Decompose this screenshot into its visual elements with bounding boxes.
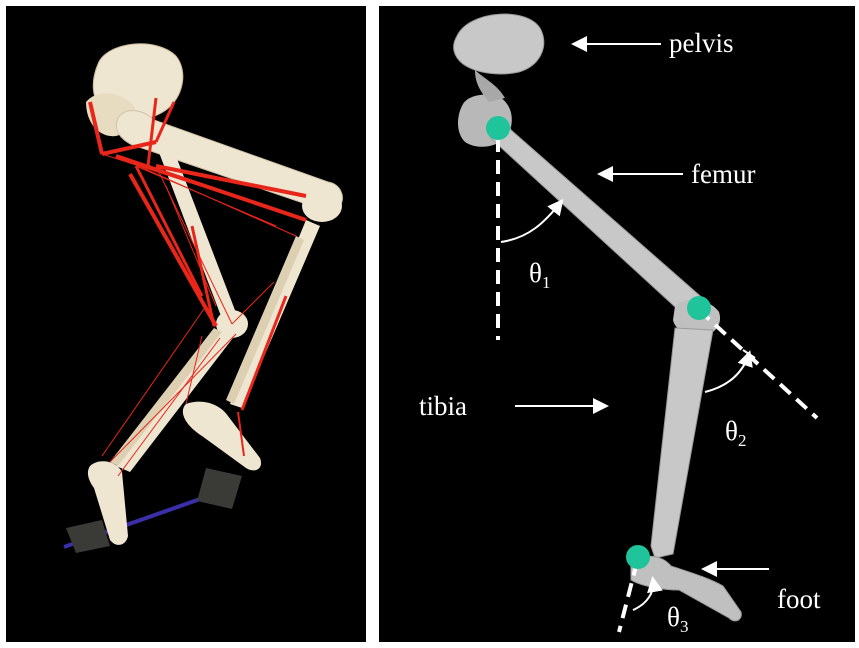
musculoskeletal-model-panel	[6, 6, 366, 642]
theta1-symbol: θ	[529, 258, 542, 288]
contact-box-rear	[66, 520, 110, 553]
knee-joint	[302, 190, 342, 222]
hip-joint-marker	[486, 116, 510, 140]
pelvis-label: pelvis	[669, 30, 734, 57]
femur-label: femur	[691, 161, 755, 188]
theta1-label: θ1	[529, 260, 550, 291]
contact-box-front	[197, 468, 242, 509]
theta3-symbol: θ	[667, 602, 680, 632]
femur-bone	[489, 121, 711, 320]
front-foot-bone	[183, 402, 261, 471]
ankle-reference-line	[619, 562, 637, 632]
joint-angle-panel: pelvis femur tibia foot θ1 θ2 θ3	[379, 6, 855, 642]
theta1-subscript: 1	[542, 273, 551, 292]
theta2-label: θ2	[725, 418, 746, 449]
theta3-subscript: 3	[680, 617, 689, 636]
theta2-symbol: θ	[725, 416, 738, 446]
pelvis-bone	[454, 14, 544, 74]
ankle-joint-marker	[626, 545, 650, 569]
second-tibia-bone	[116, 330, 236, 472]
knee-reference-line	[699, 310, 817, 418]
knee-joint-marker	[687, 296, 711, 320]
musculoskeletal-model-svg	[6, 6, 366, 642]
theta2-arc	[705, 354, 749, 392]
tibia-label: tibia	[419, 393, 467, 420]
theta3-label: θ3	[667, 604, 688, 635]
theta1-arc	[501, 202, 561, 242]
theta2-subscript: 2	[738, 431, 747, 450]
foot-label: foot	[777, 586, 821, 613]
joint-angle-svg	[379, 6, 855, 642]
tibia-bone	[651, 328, 713, 558]
